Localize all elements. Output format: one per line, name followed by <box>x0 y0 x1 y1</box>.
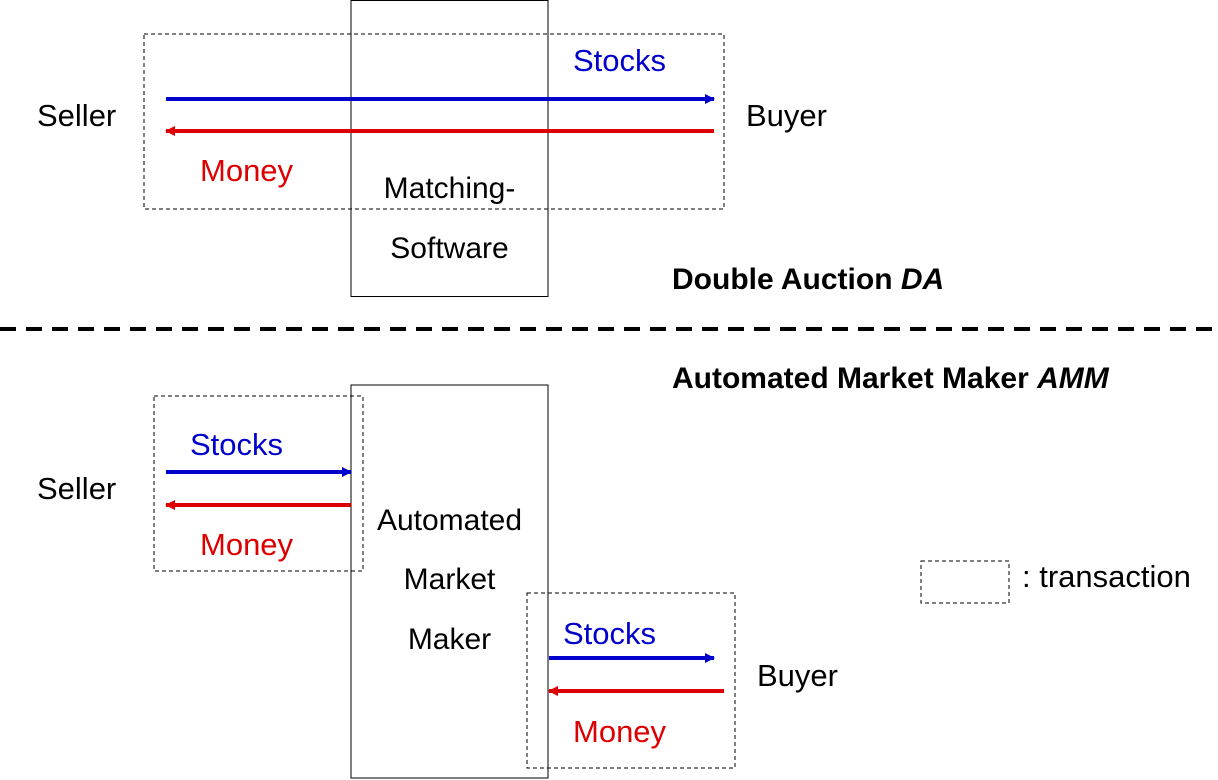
amm-heading-text: Automated Market Maker <box>672 362 1029 395</box>
amm-maker-line2: Market <box>403 563 496 596</box>
amm-maker-box <box>350 384 549 779</box>
da-stocks-label: Stocks <box>573 43 667 78</box>
amm-buyer-transaction-box <box>526 592 736 769</box>
amm-seller-stocks-label: Stocks <box>190 427 284 462</box>
da-buyer-label: Buyer <box>746 98 827 133</box>
da-transaction-box <box>143 33 725 210</box>
matching-software-box <box>350 0 549 297</box>
legend-transaction-label: : transaction <box>1022 559 1191 594</box>
da-heading-text: Double Auction <box>672 263 893 296</box>
da-seller-label: Seller <box>37 98 117 133</box>
amm-heading: Automated Market Maker AMM <box>672 364 1109 394</box>
amm-heading-abbrev: AMM <box>1037 362 1109 395</box>
amm-seller-money-label: Money <box>200 527 294 562</box>
amm-buyer-label: Buyer <box>757 658 838 693</box>
amm-maker-line3: Maker <box>407 623 492 656</box>
matching-software-line2: Software <box>390 232 509 265</box>
matching-software-line1: Matching- <box>383 172 516 205</box>
da-money-label: Money <box>200 153 294 188</box>
amm-buyer-money-label: Money <box>573 714 667 749</box>
amm-maker-line1: Automated <box>376 504 523 537</box>
legend-transaction-swatch <box>920 560 1010 604</box>
da-heading-abbrev: DA <box>900 263 945 296</box>
amm-seller-label: Seller <box>37 471 117 506</box>
da-heading: Double Auction DA <box>672 265 944 295</box>
amm-seller-transaction-box <box>153 395 364 572</box>
amm-buyer-stocks-label: Stocks <box>563 616 657 651</box>
